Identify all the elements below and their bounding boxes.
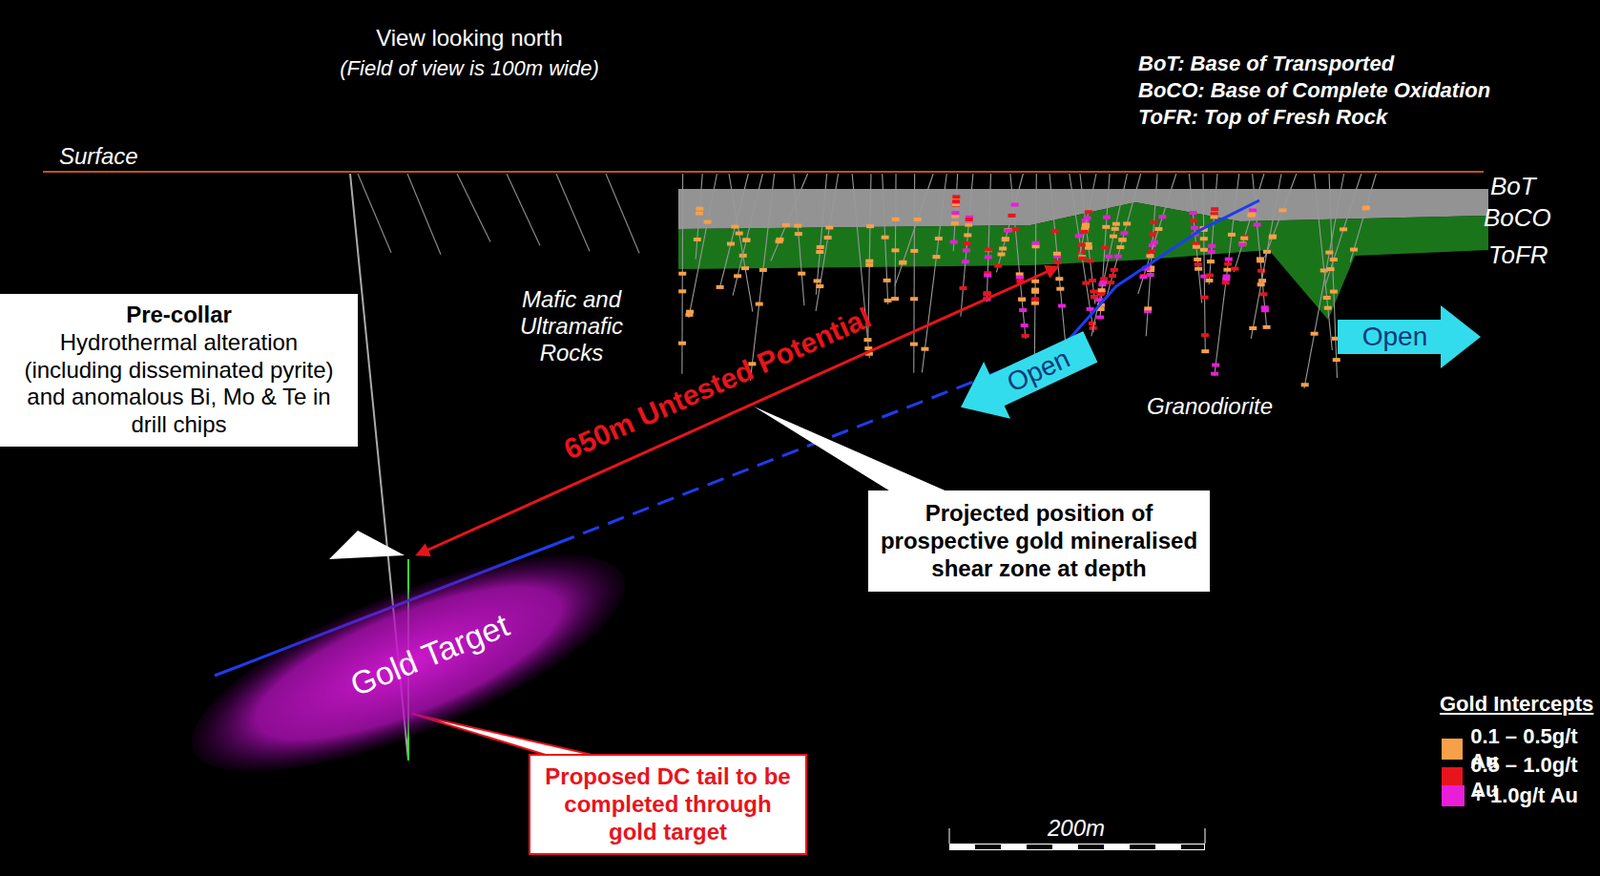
node-text: Open: [1362, 321, 1457, 353]
horizon-label: BoT: [1490, 171, 1537, 202]
horizon-label: BoCO: [1483, 203, 1552, 233]
abbrev-note: BoT: Base of Transported: [1138, 51, 1394, 77]
scale-label: 200m: [1047, 814, 1105, 842]
rock-label: Granodiorite: [1146, 393, 1273, 420]
legend-title: Gold Intercepts: [1439, 691, 1594, 717]
abbrev-note: BoCO: Base of Complete Oxidation: [1138, 78, 1491, 104]
legend-text: + 1.0g/t Au: [1472, 783, 1579, 809]
legend-row: + 1.0g/t Au: [1441, 783, 1579, 809]
callout-box: Projected position of prospective gold m…: [868, 490, 1210, 592]
surface-label: Surface: [59, 143, 139, 170]
shear-zone-known: [980, 200, 1260, 379]
oxidation-band: [678, 202, 1489, 320]
surface-line: [42, 170, 1484, 173]
callout-box: Pre-collarHydrothermal alteration (inclu…: [0, 293, 358, 447]
drill-holes: [357, 173, 1376, 389]
callout-heading: Pre-collar: [9, 301, 349, 330]
callout-tail: [753, 406, 950, 493]
legend-swatch: [1441, 738, 1463, 760]
callout-tail: [329, 530, 405, 560]
node-text: Projected position of prospective gold m…: [879, 499, 1199, 582]
node-text: Proposed DC tail to be completed through…: [540, 763, 796, 846]
view-subtitle: (Field of view is 100m wide): [339, 56, 599, 82]
node-text: Open: [976, 343, 1076, 412]
legend-swatch: [1441, 785, 1465, 807]
open-arrow: Open: [1337, 305, 1481, 369]
horizon-label: ToFR: [1488, 240, 1549, 271]
abbrev-note: ToFR: Top of Fresh Rock: [1138, 104, 1388, 130]
node-text: Hydrothermal alteration (including disse…: [9, 329, 349, 439]
view-title: View looking north: [375, 24, 563, 52]
rock-label: Mafic and Ultramafic Rocks: [504, 286, 639, 367]
callout-box: Proposed DC tail to be completed through…: [528, 753, 808, 855]
